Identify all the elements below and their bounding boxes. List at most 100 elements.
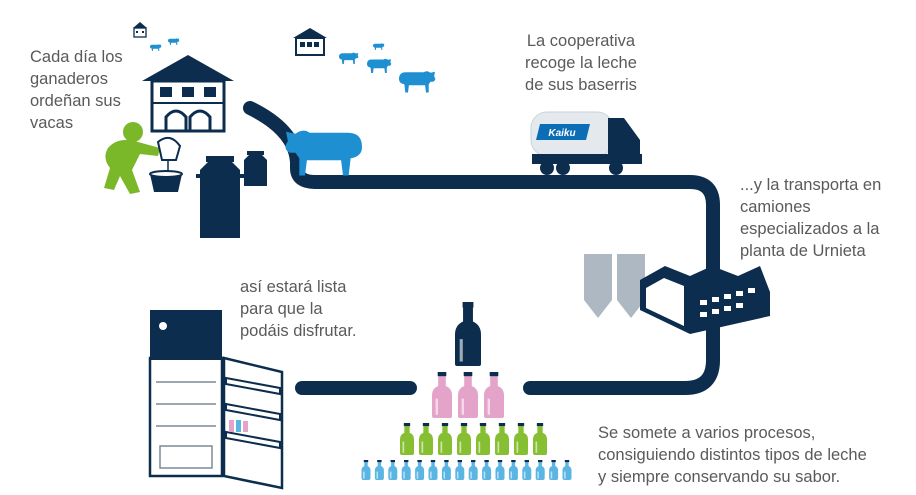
bottle-icon <box>428 461 438 480</box>
caption-milking: Cada día los ganaderos ordeñan sus vacas <box>30 48 123 132</box>
silo-icon <box>584 254 645 318</box>
fridge-icon <box>148 310 284 490</box>
bottle-icon <box>438 425 452 455</box>
bottle-icon <box>400 425 414 455</box>
bottle-shine <box>376 471 379 479</box>
milk-bucket-icon <box>149 136 183 192</box>
bottle-icon <box>522 461 532 480</box>
bottle-cap <box>390 460 396 463</box>
bottle-icon <box>476 425 490 455</box>
bottle-shine <box>416 471 419 479</box>
bottle-cap <box>537 460 543 463</box>
bottle-icon <box>419 425 433 455</box>
bottle-icon <box>457 425 471 455</box>
bottle-icon <box>361 461 371 480</box>
bottle-cap <box>422 423 430 427</box>
bottle-cap <box>470 460 476 463</box>
bottle-pyramid <box>361 302 572 480</box>
factory-icon <box>640 266 770 334</box>
bottle-cap <box>457 460 463 463</box>
bottle-icon <box>495 461 505 480</box>
bottle-icon <box>495 425 509 455</box>
bottle-shine <box>564 471 566 479</box>
truck-brand-logo: Kaiku <box>548 128 575 139</box>
caption-transport: ...y la transporta en camiones especiali… <box>740 176 882 260</box>
truck-icon: Kaiku <box>530 111 642 175</box>
bottle-shine <box>523 471 526 479</box>
bottle-icon <box>401 461 411 480</box>
bottle-shine <box>550 471 553 479</box>
caption-ready: así estará lista para que la podáis disf… <box>240 278 357 340</box>
bottle-cap <box>564 460 570 463</box>
bottle-icon <box>468 461 478 480</box>
bottle-shine <box>537 471 539 479</box>
bottle-icon <box>455 461 465 480</box>
bottle-shine <box>443 471 446 479</box>
bottle-cap <box>551 460 556 463</box>
farmhouse-icon <box>133 22 147 38</box>
bottle-shine <box>535 441 538 453</box>
bottle-shine <box>459 441 462 453</box>
bottle-shine <box>363 471 365 479</box>
bottle-cap <box>403 423 411 427</box>
bottle-shine <box>430 471 432 479</box>
bottle-icon <box>533 425 547 455</box>
bottle-cap <box>517 423 525 427</box>
bottle-cap <box>463 372 473 377</box>
bottle-shine <box>497 441 500 453</box>
bottle-cap <box>536 423 544 427</box>
bottle-cap <box>511 460 516 463</box>
bottle-cap <box>437 372 447 377</box>
bottle-shine <box>483 471 486 479</box>
bottle-cap <box>524 460 530 463</box>
caption-collect: La cooperativa recoge la leche de sus ba… <box>525 32 637 94</box>
bottle-icon <box>415 461 425 480</box>
bottle-shine <box>478 441 481 453</box>
bottle-shine <box>440 441 443 453</box>
bottle-cap <box>460 423 468 427</box>
bottle-icon <box>432 375 452 418</box>
cow-icon <box>150 38 436 176</box>
bottle-cap <box>377 460 382 463</box>
bottle-cap <box>479 423 487 427</box>
bottle-icon <box>482 461 492 480</box>
farmhouse-icon <box>142 55 234 133</box>
bottle-cap <box>417 460 422 463</box>
bottle-icon <box>562 461 572 480</box>
bottle-shine <box>461 398 464 415</box>
bottle-shine <box>510 471 513 479</box>
bottle-cap <box>430 460 436 463</box>
bottle-icon <box>388 461 398 480</box>
bottle-cap <box>403 460 409 463</box>
bottle-shine <box>402 441 405 453</box>
bottle-icon <box>535 461 545 480</box>
bottle-icon <box>508 461 518 480</box>
bottle-icon <box>455 307 481 366</box>
bottle-shine <box>459 339 463 362</box>
bottle-icon <box>374 461 384 480</box>
bottle-shine <box>456 471 459 479</box>
bottle-shine <box>487 398 490 415</box>
bottle-icon <box>514 425 528 455</box>
bottle-shine <box>389 471 392 479</box>
bottle-shine <box>470 471 472 479</box>
bottle-cap <box>497 460 503 463</box>
bottle-shine <box>403 471 405 479</box>
bottle-shine <box>435 398 438 415</box>
bottle-shine <box>516 441 519 453</box>
bottle-icon <box>458 375 478 418</box>
bottle-shine <box>421 441 424 453</box>
farmhouse-icon <box>293 28 327 56</box>
bottle-icon <box>549 461 559 480</box>
milk-can-icon <box>244 151 267 186</box>
bottle-cap <box>498 423 506 427</box>
bottle-cap <box>484 460 489 463</box>
bottle-cap <box>444 460 449 463</box>
bottle-cap <box>441 423 449 427</box>
bottle-cap <box>363 460 369 463</box>
bottle-cap <box>462 302 474 308</box>
farmer-icon <box>104 122 160 194</box>
milk-can-icon <box>196 156 244 238</box>
caption-process: Se somete a varios procesos, consiguiend… <box>598 424 867 486</box>
